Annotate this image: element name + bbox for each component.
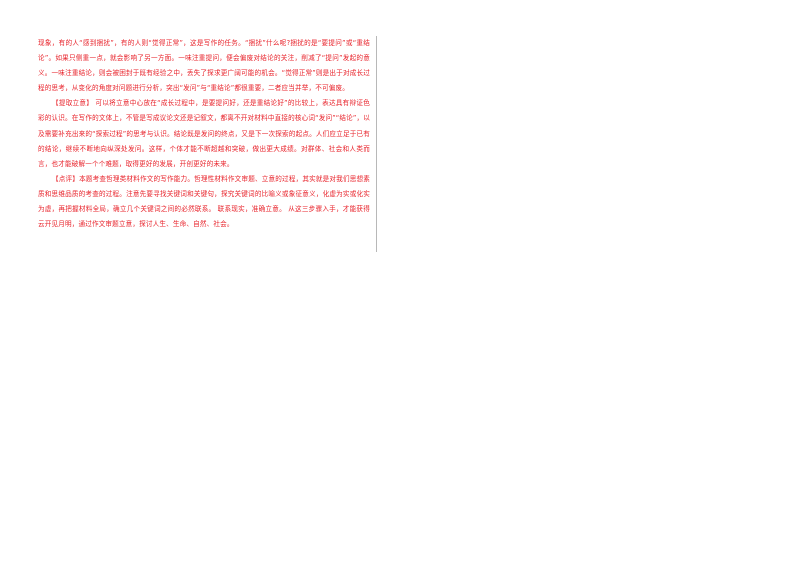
column-divider: [376, 36, 377, 252]
paragraph-extract-theme: 【提取立意】 可以将立意中心放在“成长过程中，是要提问好，还是重结论好”的比较上…: [38, 99, 370, 168]
paragraph-commentary: 【点评】本题考查哲理类材料作文的写作能力。哲理性材料作文审题、立意的过程，其实就…: [38, 174, 370, 229]
answer-text-column: 现象，有的人“感到捆扰”，有的人则“觉得正常”，这是写作的任务。“捆扰”什么呢?…: [38, 36, 370, 232]
paragraph-analysis: 现象，有的人“感到捆扰”，有的人则“觉得正常”，这是写作的任务。“捆扰”什么呢?…: [38, 39, 370, 93]
